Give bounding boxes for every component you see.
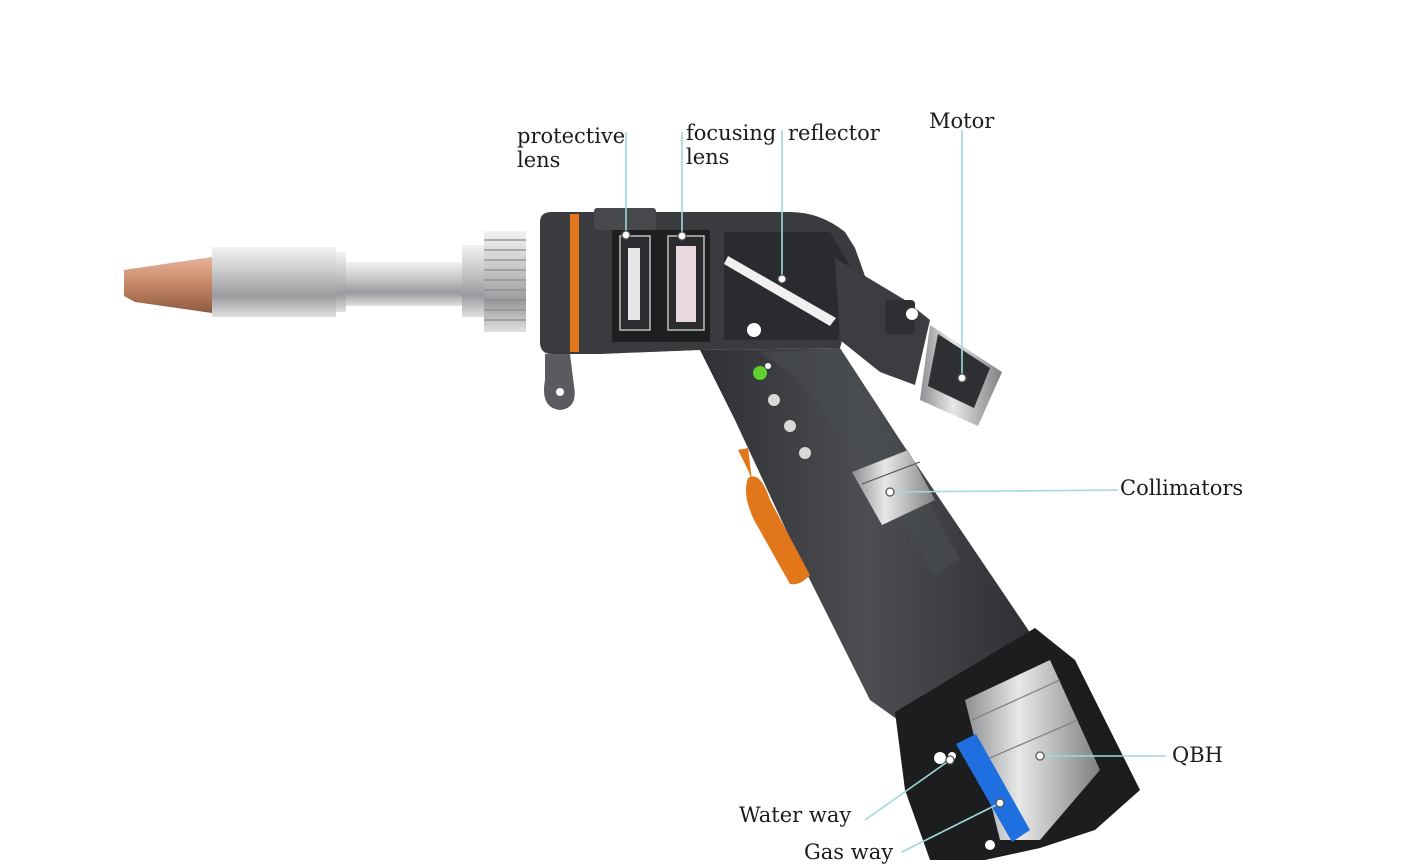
copper-tip — [124, 257, 212, 313]
indicator-green-light — [753, 366, 767, 380]
labels: protective lens focusing lens reflector … — [517, 109, 1243, 864]
collimator-window — [852, 450, 935, 525]
label-focusing-lens-line1: focusing — [686, 121, 776, 145]
nozzle-tube — [346, 262, 462, 306]
nozzle-assembly — [124, 231, 526, 332]
label-gas-way: Gas way — [804, 840, 893, 864]
qbh-assembly — [895, 628, 1140, 860]
trigger — [738, 448, 752, 480]
reflector-mirror — [724, 256, 836, 326]
nozzle-sleeve — [212, 247, 336, 317]
indicator-light — [799, 447, 811, 459]
gun-head — [540, 208, 870, 410]
callout-dots — [621, 230, 1045, 808]
label-collimators: Collimators — [1120, 476, 1243, 500]
indicator-light — [784, 420, 796, 432]
indicator-light — [768, 394, 780, 406]
label-water-way: Water way — [739, 803, 851, 827]
gun-handle — [700, 348, 1035, 725]
leader-lines — [625, 130, 1166, 853]
orange-ring — [570, 214, 579, 352]
mount-hook — [544, 354, 575, 410]
knurled-nut — [484, 231, 526, 332]
label-protective-lens-line1: protective — [517, 124, 625, 148]
label-qbh: QBH — [1172, 743, 1223, 767]
label-motor: Motor — [929, 109, 995, 133]
label-reflector: reflector — [788, 121, 881, 145]
water-way-tube — [956, 734, 1030, 842]
label-focusing-lens-line2: lens — [686, 145, 729, 169]
label-protective-lens-line2: lens — [517, 148, 560, 172]
